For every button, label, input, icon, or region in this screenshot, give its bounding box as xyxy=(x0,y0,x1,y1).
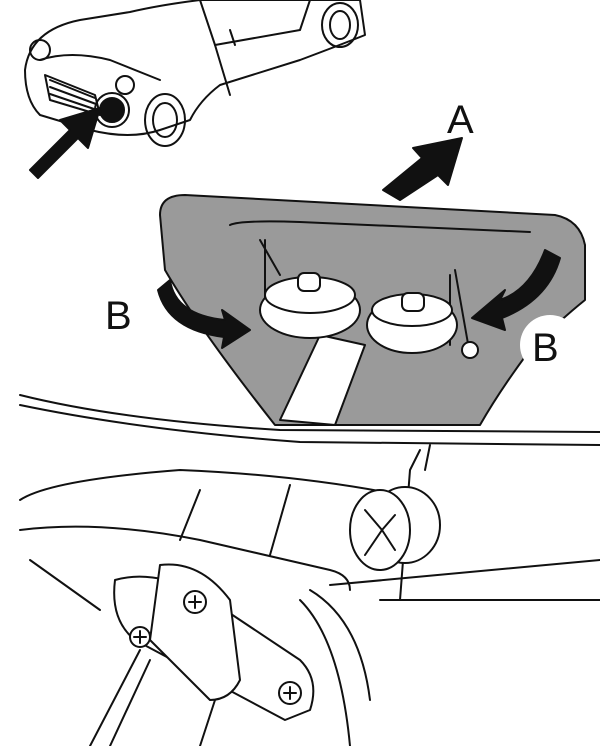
label-a: A xyxy=(447,98,474,142)
bumper-outline xyxy=(19,394,600,433)
washer-nozzle-detail xyxy=(349,486,441,571)
arrow-b-left xyxy=(157,279,251,349)
arrow-a xyxy=(382,137,463,201)
mounting-bracket xyxy=(89,563,315,746)
label-b-left: B xyxy=(105,294,132,338)
label-b-right: B xyxy=(532,326,559,370)
arrow-b-right xyxy=(471,249,561,331)
pointer-arrow xyxy=(29,107,101,179)
washer-nozzles xyxy=(259,272,479,426)
